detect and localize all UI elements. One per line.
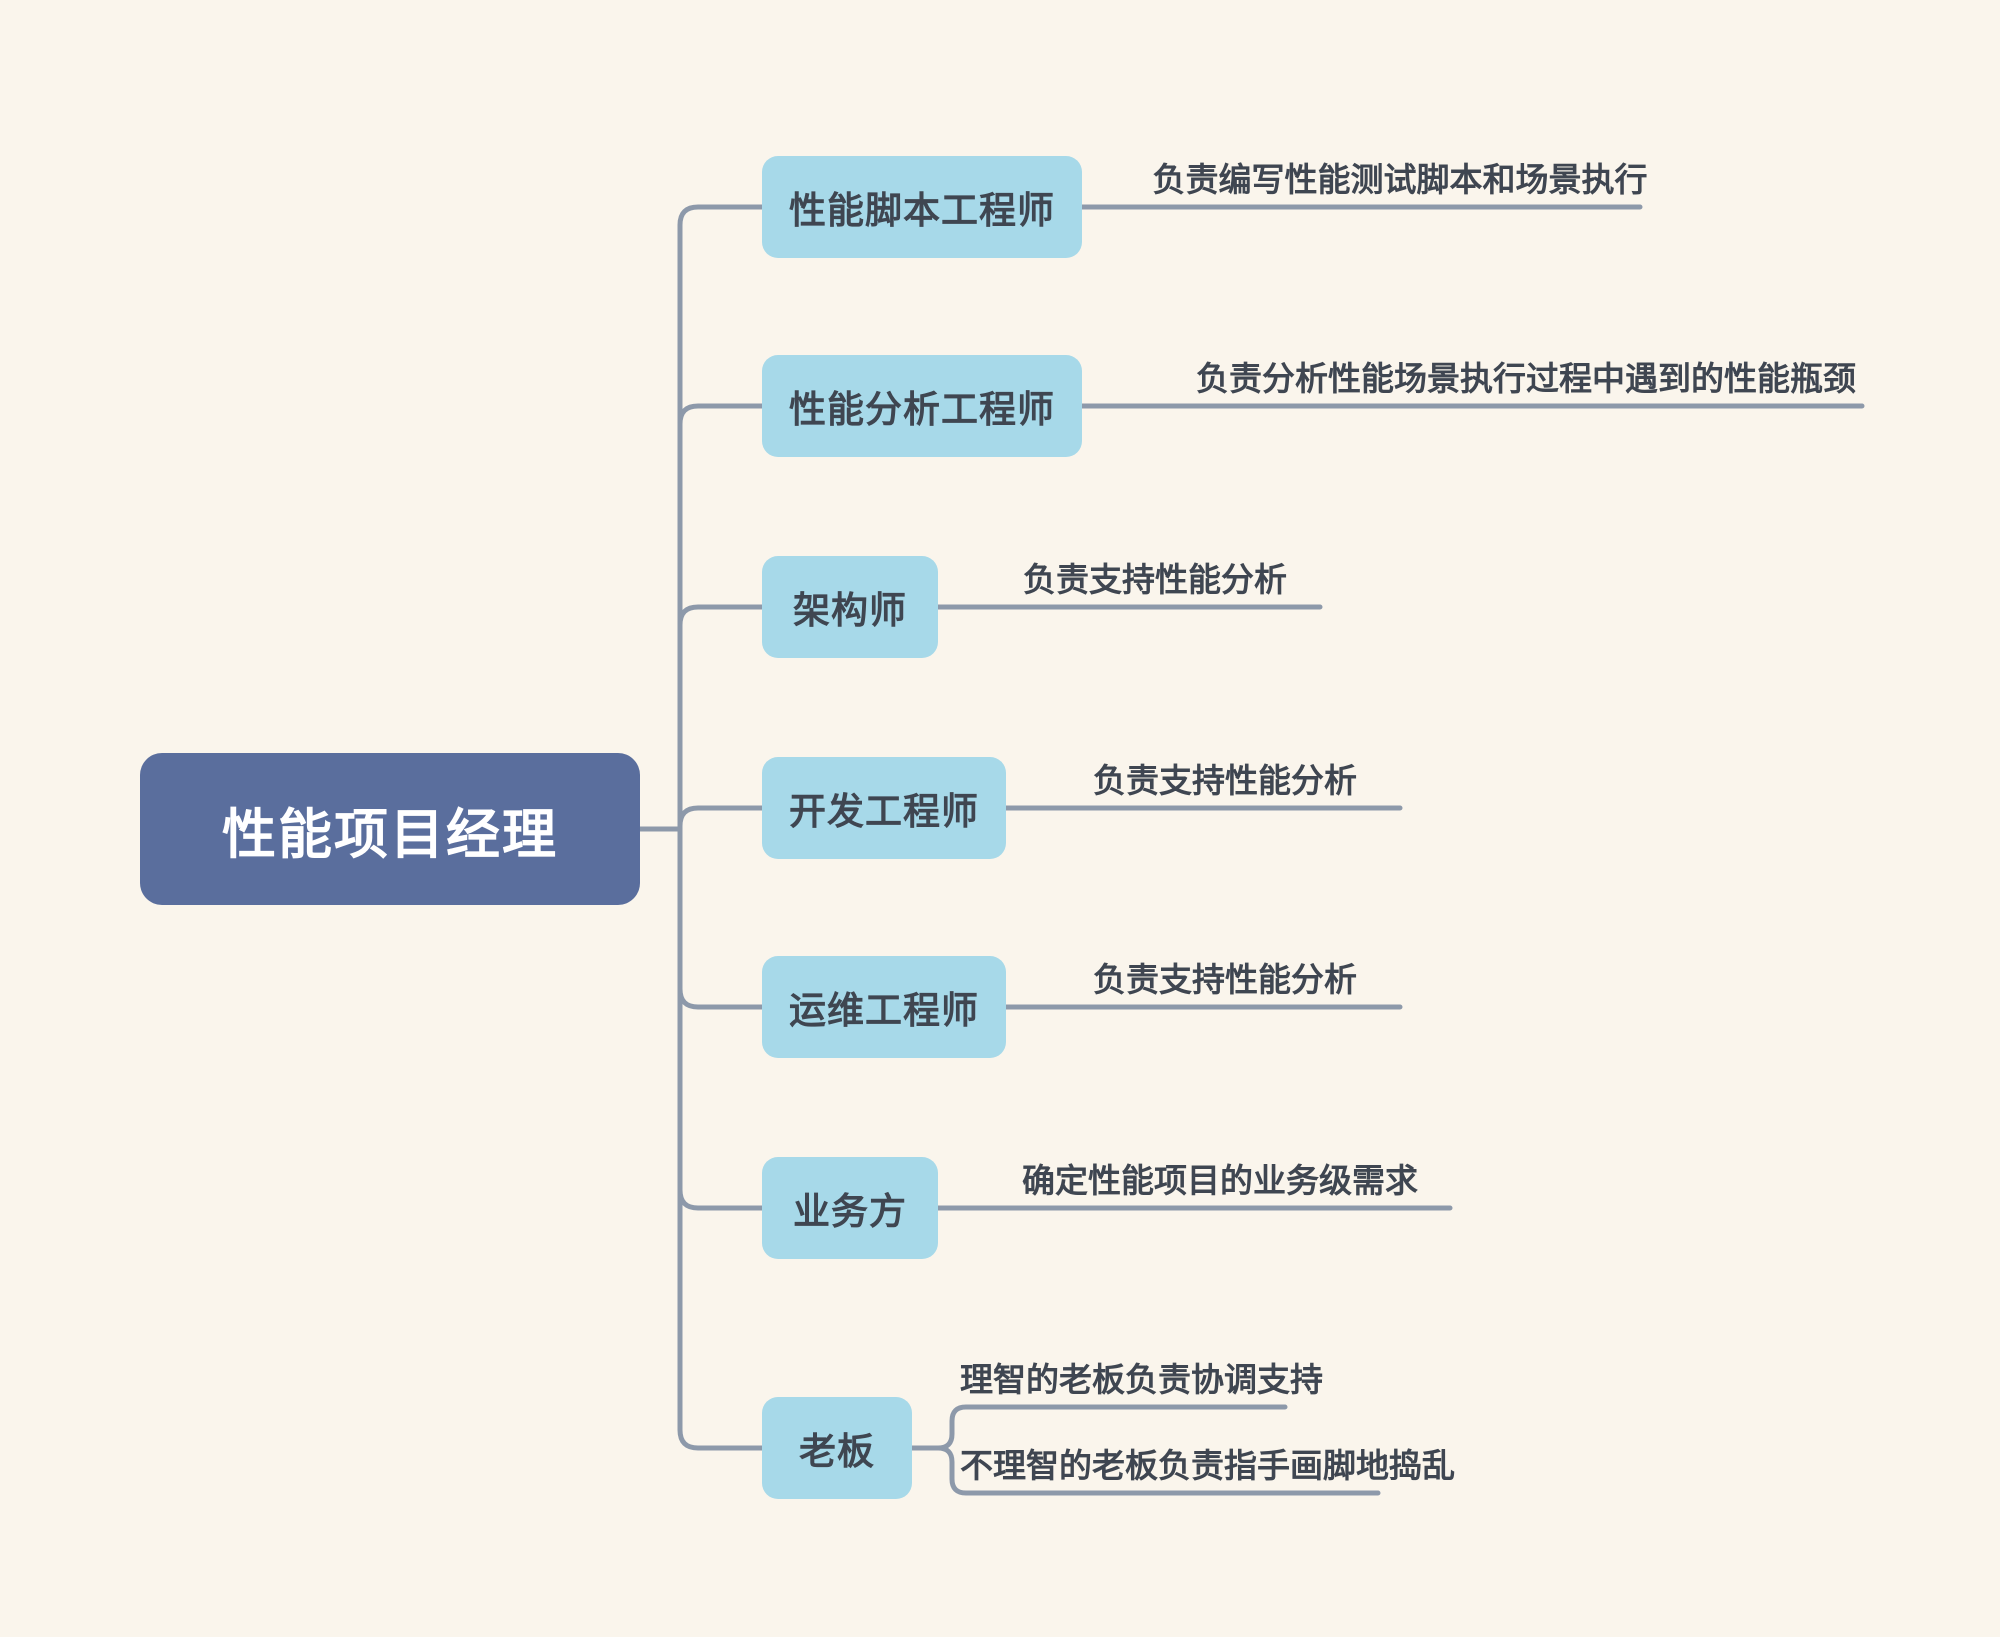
child-node-script-engineer[interactable]: 性能脚本工程师: [762, 156, 1082, 258]
branch-line-7: [677, 826, 765, 1451]
child-node-boss[interactable]: 老板: [762, 1397, 912, 1499]
child-node-analysis-engineer[interactable]: 性能分析工程师: [762, 355, 1082, 457]
note-business-side[interactable]: 确定性能项目的业务级需求: [1022, 1162, 1418, 1199]
child-node-label: 性能分析工程师: [789, 389, 1055, 430]
child-node-label: 业务方: [793, 1191, 907, 1232]
note-architect[interactable]: 负责支持性能分析: [1023, 561, 1287, 598]
child-node-business-side[interactable]: 业务方: [762, 1157, 938, 1259]
branch-line-5: [677, 826, 765, 1010]
child-node-dev-engineer[interactable]: 开发工程师: [762, 757, 1006, 859]
branch-line-2: [677, 403, 765, 832]
note-ops-engineer[interactable]: 负责支持性能分析: [1093, 961, 1357, 998]
branch-line-6: [677, 826, 765, 1211]
note-script-engineer[interactable]: 负责编写性能测试脚本和场景执行: [1152, 161, 1648, 198]
child-node-label: 架构师: [793, 590, 907, 631]
note-analysis-engineer[interactable]: 负责分析性能场景执行过程中遇到的性能瓶颈: [1196, 360, 1856, 397]
note-dev-engineer[interactable]: 负责支持性能分析: [1093, 762, 1357, 799]
root-node-label: 性能项目经理: [222, 804, 558, 865]
child-node-label: 开发工程师: [789, 791, 979, 832]
note-line-7b: [935, 1445, 1381, 1496]
branch-line-1: [677, 204, 765, 832]
child-node-architect[interactable]: 架构师: [762, 556, 938, 658]
branch-line-3: [677, 604, 765, 832]
note-boss-rational[interactable]: 理智的老板负责协调支持: [960, 1361, 1323, 1398]
child-node-label: 老板: [799, 1431, 875, 1472]
note-line-7a: [935, 1404, 1288, 1451]
branch-line-4: [677, 805, 765, 832]
root-node-performance-project-manager[interactable]: 性能项目经理: [140, 753, 640, 905]
child-node-ops-engineer[interactable]: 运维工程师: [762, 956, 1006, 1058]
note-boss-irrational[interactable]: 不理智的老板负责指手画脚地捣乱: [960, 1447, 1455, 1484]
child-node-label: 运维工程师: [789, 990, 979, 1031]
child-node-label: 性能脚本工程师: [789, 190, 1055, 231]
